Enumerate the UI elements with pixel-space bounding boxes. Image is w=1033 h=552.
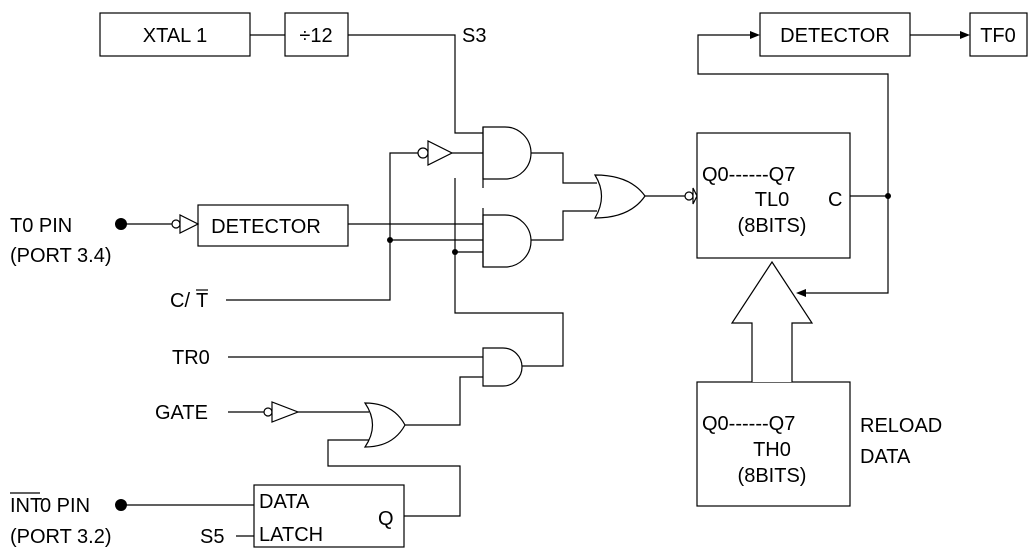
- tl0-size: (8BITS): [738, 215, 807, 237]
- th0-name: TH0: [753, 439, 791, 461]
- and-gate-bottom: [482, 208, 532, 268]
- th0-register: Q0------Q7 TH0 (8BITS): [696, 381, 851, 507]
- inverter-c-t: [417, 140, 483, 166]
- int0-overbar-text: INT: [10, 495, 42, 517]
- s5-label: S5: [200, 526, 224, 548]
- reload-arrow: [730, 260, 814, 382]
- and-gate-tr0: [482, 347, 523, 387]
- tl0-range: Q0------Q7: [702, 164, 795, 186]
- t0-port-label: (PORT 3.4): [10, 245, 112, 267]
- detector-t0-label: DETECTOR: [211, 216, 321, 238]
- or-gate-gate: [363, 402, 406, 448]
- s3-label: S3: [462, 25, 486, 47]
- and-gate-top: [482, 126, 532, 188]
- inverter-t0-detector: [171, 214, 200, 234]
- gate-label: GATE: [155, 402, 208, 424]
- or-gate-main: [593, 174, 646, 219]
- divider-label: ÷12: [299, 25, 332, 47]
- int0-pin-label: INT 0 PIN: [10, 492, 90, 517]
- t0-pin-icon: [115, 218, 127, 230]
- wires: [125, 34, 962, 537]
- detector-tf0-label: DETECTOR: [780, 25, 890, 47]
- inverter-tl0-input: [684, 187, 698, 205]
- latch-line2: LATCH: [259, 524, 323, 546]
- junction-dots: [387, 193, 891, 255]
- c-t-label: C/ T: [170, 289, 208, 312]
- c-t-overbar-text: T: [196, 290, 208, 312]
- int0-suffix: 0 PIN: [40, 495, 90, 517]
- tl0-carry: C: [828, 189, 842, 211]
- arrowheads: [750, 31, 970, 297]
- th0-range: Q0------Q7: [702, 413, 795, 435]
- detector-tf0-block: DETECTOR: [759, 12, 911, 57]
- divider-block: ÷12: [284, 12, 349, 57]
- xtal-label: XTAL 1: [143, 25, 207, 47]
- data-latch: DATA LATCH Q: [253, 484, 405, 548]
- latch-line1: DATA: [259, 491, 310, 513]
- tl0-register: Q0------Q7 TL0 (8BITS) C: [696, 132, 851, 259]
- xtal-block: XTAL 1: [99, 12, 251, 57]
- detector-t0-block: DETECTOR: [197, 204, 349, 247]
- tr0-label: TR0: [172, 347, 210, 369]
- tf0-label: TF0: [980, 25, 1016, 47]
- t0-pin-label: T0 PIN: [10, 215, 72, 237]
- tf0-block: TF0: [969, 12, 1028, 57]
- reload-label-line1: RELOAD: [860, 415, 942, 437]
- reload-label-line2: DATA: [860, 446, 911, 468]
- inverter-gate: [263, 401, 300, 423]
- c-t-prefix: C/: [170, 290, 190, 312]
- int0-port-label: (PORT 3.2): [10, 526, 112, 548]
- int0-pin-icon: [115, 499, 127, 511]
- tl0-name: TL0: [755, 189, 789, 211]
- latch-output: Q: [378, 508, 394, 530]
- th0-size: (8BITS): [738, 465, 807, 487]
